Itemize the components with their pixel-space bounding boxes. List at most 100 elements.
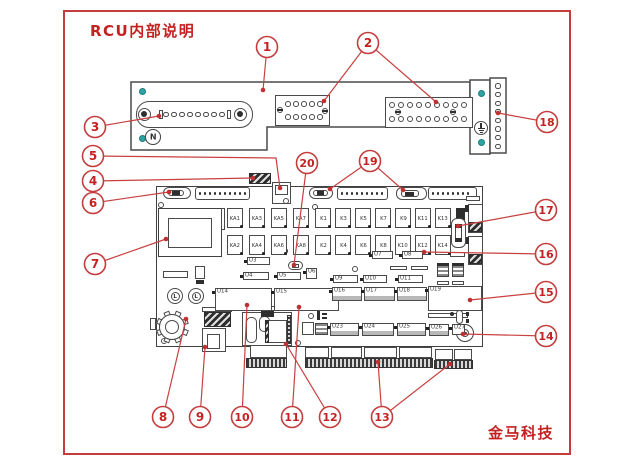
pin: [355, 192, 359, 195]
component: [195, 266, 205, 279]
chip-label: U27: [454, 324, 466, 331]
relay-K13: K13: [435, 208, 451, 228]
strip-hole: [495, 126, 501, 132]
slot-hole: [187, 111, 193, 118]
indicator-dot: [138, 87, 146, 95]
relay-KA1: KA1: [227, 208, 243, 228]
slot-hole: [203, 111, 209, 118]
connector-hole: [389, 102, 395, 108]
relay-KA5: KA5: [271, 208, 287, 228]
pin: [370, 192, 374, 195]
relay-K10: K10: [395, 235, 411, 255]
component: [390, 266, 407, 270]
chip-U18: U18: [394, 287, 427, 301]
chip-U24: U24: [359, 323, 394, 336]
relay-K1: K1: [315, 208, 331, 228]
connector-hole: [434, 116, 440, 122]
chip-U19: U19: [425, 286, 482, 311]
relay-K2: K2: [315, 235, 331, 255]
pin: [451, 192, 455, 195]
capacitor-cap: [261, 311, 274, 317]
connector-hole: [309, 101, 315, 107]
edge-tab: [150, 318, 156, 330]
rotary-center: [165, 320, 179, 334]
terminal-strip: [434, 360, 473, 369]
component-shape: [469, 222, 482, 232]
component-shape: [207, 334, 220, 349]
relay-label: KA6: [273, 242, 285, 248]
inductor-marking: L: [170, 291, 180, 301]
pin: [380, 192, 384, 195]
relay-K3: K3: [335, 208, 351, 228]
chip-U3: U3: [244, 257, 270, 265]
chip-U8: U8: [399, 251, 423, 259]
pin: [228, 192, 232, 195]
chip-label: U9: [335, 275, 343, 282]
chip-label: U18: [399, 287, 411, 294]
connector-hole: [443, 102, 449, 108]
pin: [436, 192, 440, 195]
chip-U9: U9: [330, 275, 358, 283]
terminal-strip: [305, 358, 433, 368]
relay-KA4: KA4: [249, 235, 265, 255]
figure-border: [63, 10, 571, 455]
connector-hole: [317, 101, 323, 107]
component: [456, 310, 463, 324]
pin: [431, 192, 435, 195]
relay-label: K14: [437, 242, 449, 248]
relay-K11: K11: [415, 208, 431, 228]
connector-hole: [293, 114, 299, 120]
slot-hole: [163, 111, 169, 118]
chip-label: U5: [279, 272, 287, 279]
chip-label: U25: [399, 323, 411, 330]
component-shape: [317, 190, 324, 195]
relay-KA8: KA8: [293, 235, 309, 255]
connector-hole: [285, 101, 291, 107]
chip-label: U10: [365, 275, 377, 282]
connector-body: [454, 349, 472, 360]
chip-U11: U11: [395, 275, 423, 283]
screw-slot: [322, 110, 329, 112]
indicator-dot: [477, 138, 485, 146]
connector-hole: [407, 102, 413, 108]
screw-slot: [277, 109, 284, 111]
component-shape: [275, 185, 288, 195]
screw-center: [237, 111, 243, 117]
pin: [446, 192, 450, 195]
pin-header: [249, 173, 271, 184]
ground-bar: [480, 132, 483, 134]
connector-hole: [443, 116, 449, 122]
component: [308, 313, 314, 319]
connector-hole: [407, 116, 413, 122]
slot-end: [227, 110, 231, 119]
chip-label: U15: [276, 288, 288, 295]
relay-label: K3: [339, 215, 347, 221]
component-shape: [317, 310, 320, 320]
relay-label: K2: [319, 242, 327, 248]
pin: [456, 192, 460, 195]
connector-hole: [301, 114, 307, 120]
component-shape: [292, 263, 299, 268]
connector-body: [305, 347, 329, 358]
relay-K4: K4: [335, 235, 351, 255]
relay-label: K6: [359, 242, 367, 248]
pin: [208, 192, 212, 195]
pin: [243, 192, 247, 195]
strip-hole: [495, 135, 501, 141]
wire-connector-block: [275, 95, 330, 126]
pin: [238, 192, 242, 195]
relay-label: K4: [339, 242, 347, 248]
relay-KA3: KA3: [249, 208, 265, 228]
connector-body: [364, 347, 397, 358]
mounting-hole: [283, 198, 289, 204]
relay-label: KA8: [295, 242, 307, 248]
relay-K7: K7: [375, 208, 391, 228]
chip-label: U24: [364, 323, 376, 330]
component: [437, 281, 449, 285]
connector-hole: [317, 114, 323, 120]
connector-body: [331, 347, 362, 358]
component-shape: [466, 319, 469, 323]
screw-slot: [394, 111, 402, 113]
component-shape: [465, 205, 469, 212]
